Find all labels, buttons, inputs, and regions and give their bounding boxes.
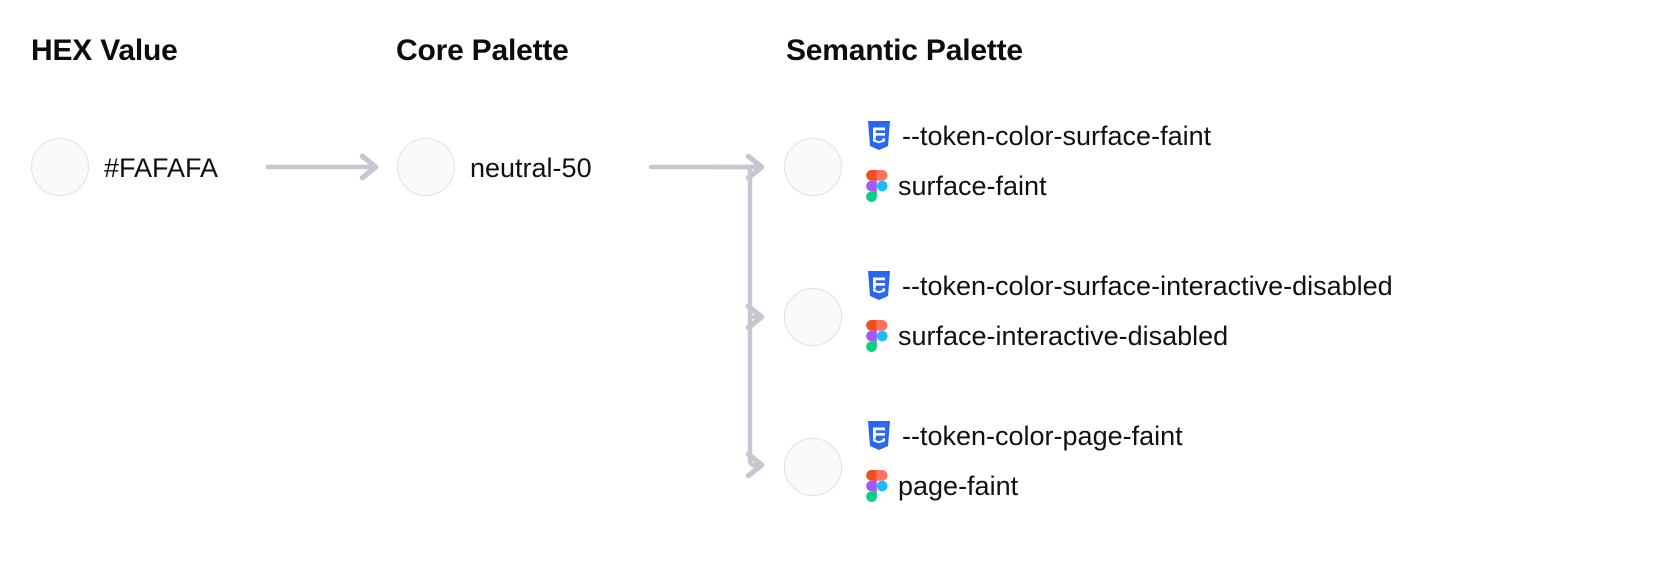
swatch-semantic-row-2 xyxy=(784,288,842,346)
column-heading-core-palette: Core Palette xyxy=(396,34,569,67)
css-token-label: --token-color-page-faint xyxy=(902,420,1183,451)
figma-icon xyxy=(866,170,888,202)
css3-icon xyxy=(868,121,890,150)
css3-icon xyxy=(868,271,890,300)
figma-token-label: surface-interactive-disabled xyxy=(898,320,1229,351)
css-token-line: --token-color-surface-faint xyxy=(866,118,1211,154)
hex-value-label: #FAFAFA xyxy=(104,153,219,183)
semantic-row: --token-color-surface-faint surface-fain… xyxy=(866,118,1211,204)
figma-token-line: surface-faint xyxy=(866,168,1211,204)
css-token-label: --token-color-surface-faint xyxy=(902,120,1212,151)
column-heading-semantic-palette: Semantic Palette xyxy=(786,34,1023,67)
figma-token-label: surface-faint xyxy=(898,170,1047,201)
figma-token-line: page-faint xyxy=(866,468,1183,504)
core-palette-label: neutral-50 xyxy=(470,153,592,183)
css-token-line: --token-color-surface-interactive-disabl… xyxy=(866,268,1393,304)
css-token-label: --token-color-surface-interactive-disabl… xyxy=(902,270,1393,301)
column-heading-hex-value: HEX Value xyxy=(31,34,178,67)
figma-token-line: surface-interactive-disabled xyxy=(866,318,1393,354)
connector-trunk xyxy=(648,164,761,468)
css-token-line: --token-color-page-faint xyxy=(866,418,1183,454)
swatch-semantic-row-1 xyxy=(784,138,842,196)
figma-icon xyxy=(866,470,888,502)
swatch-core-palette xyxy=(397,138,455,196)
swatch-semantic-row-3 xyxy=(784,438,842,496)
swatch-hex-value xyxy=(31,138,89,196)
semantic-row: --token-color-page-faint page-faint xyxy=(866,418,1183,504)
figma-token-label: page-faint xyxy=(898,470,1019,501)
semantic-row: --token-color-surface-interactive-disabl… xyxy=(866,268,1393,354)
css3-icon xyxy=(868,421,890,450)
figma-icon xyxy=(866,320,888,352)
